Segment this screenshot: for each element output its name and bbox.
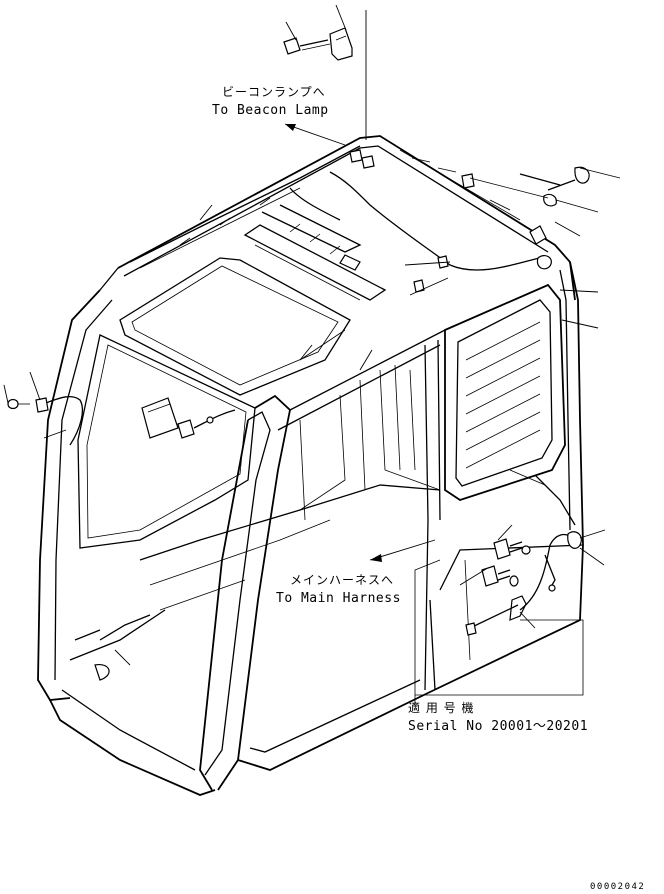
harness-callout-jp: メインハーネスへ: [290, 573, 394, 587]
serial-callout-jp: 適 用 号 機: [408, 700, 474, 715]
serial-range-box: [414, 559, 584, 705]
roof-panel: [119, 145, 552, 396]
beacon-callout-jp: ビーコンランプへ: [222, 85, 326, 99]
work-lamp: [141, 397, 236, 439]
drawing-code: 00002042: [590, 882, 645, 892]
lower-right-fasteners: [465, 474, 582, 636]
leader-lines: [3, 4, 621, 666]
cab-frame: [37, 135, 584, 796]
top-bracket: [283, 27, 353, 61]
serial-callout-en: Serial No 20001～20201: [408, 719, 588, 734]
beacon-callout-en: To Beacon Lamp: [212, 103, 329, 118]
upper-right-bolt: [469, 166, 590, 207]
front-harness: [7, 396, 151, 681]
harness-callout-en: To Main Harness: [276, 591, 401, 606]
